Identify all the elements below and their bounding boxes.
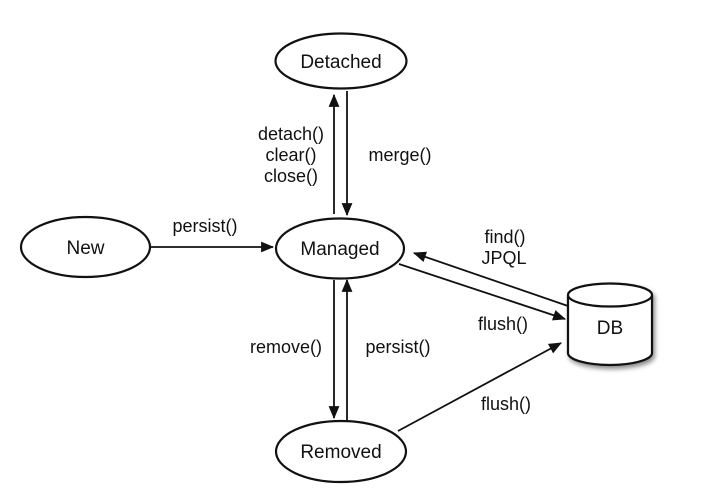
edge-label-jpql: JPQL — [481, 248, 526, 268]
edge-managed-to-db — [398, 263, 567, 321]
edge-label-detach: detach() — [258, 124, 324, 144]
node-detached-label: Detached — [300, 52, 381, 73]
node-managed — [274, 217, 406, 280]
node-new — [19, 215, 152, 279]
edge-db-to-managed — [412, 251, 569, 307]
edge-label-close: close() — [264, 166, 318, 186]
node-db-cylinder — [566, 282, 654, 367]
edge-label-flush-managed: flush() — [478, 314, 528, 334]
node-removed — [274, 419, 408, 484]
edge-label-flush-removed: flush() — [481, 394, 531, 414]
edge-label-persist-removed: persist() — [365, 337, 430, 357]
node-removed-label: Removed — [300, 442, 381, 463]
db-cylinder-body — [566, 295, 654, 367]
edge-label-find: find() — [484, 227, 525, 247]
edge-removed-to-db — [397, 342, 562, 432]
node-db-label: DB — [597, 318, 623, 339]
node-new-label: New — [66, 238, 104, 259]
edge-label-clear: clear() — [265, 145, 316, 165]
db-cylinder-top — [566, 282, 654, 308]
node-managed-label: Managed — [300, 239, 379, 260]
edge-label-remove: remove() — [250, 337, 322, 357]
edge-label-persist-new: persist() — [172, 216, 237, 236]
nodes-layer — [19, 32, 654, 484]
node-detached — [274, 32, 408, 90]
edge-label-merge: merge() — [368, 145, 431, 165]
labels-layer: New Detached Managed Removed DB persist(… — [66, 52, 623, 463]
edges-layer — [151, 91, 569, 432]
